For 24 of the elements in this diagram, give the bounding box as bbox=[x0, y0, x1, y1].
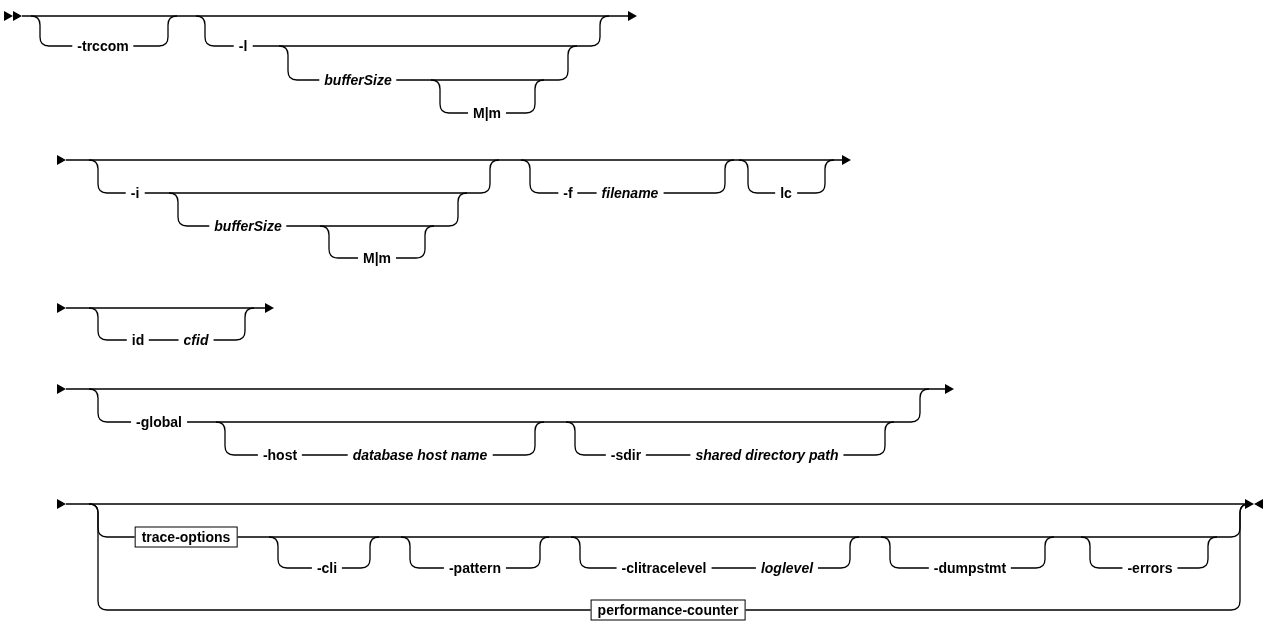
keyword-label: -host bbox=[257, 447, 303, 463]
keyword-label: lc bbox=[775, 185, 797, 201]
keyword-label: -trccom bbox=[72, 38, 134, 54]
variable-label: loglevel bbox=[755, 560, 819, 576]
variable-label: database host name bbox=[347, 447, 493, 463]
variable-label: shared directory path bbox=[690, 447, 844, 463]
keyword-label: -clitracelevel bbox=[616, 560, 712, 576]
variable-label: filename bbox=[596, 185, 664, 201]
keyword-label: -global bbox=[131, 414, 187, 430]
keyword-label: id bbox=[126, 332, 150, 348]
keyword-label: -i bbox=[125, 185, 145, 201]
keyword-label: -pattern bbox=[443, 560, 507, 576]
variable-label: bufferSize bbox=[209, 218, 287, 234]
keyword-label: M|m bbox=[468, 105, 506, 121]
keyword-label: -l bbox=[233, 38, 253, 54]
keyword-label: -cli bbox=[311, 560, 343, 576]
keyword-label: -f bbox=[558, 185, 578, 201]
syntax-fragment-box: trace-options bbox=[134, 526, 238, 548]
syntax-fragment-box: performance-counter bbox=[590, 599, 746, 621]
keyword-label: M|m bbox=[358, 250, 396, 266]
variable-label: bufferSize bbox=[319, 72, 397, 88]
keyword-label: -dumpstmt bbox=[928, 560, 1012, 576]
variable-label: cfid bbox=[178, 332, 214, 348]
keyword-label: -sdir bbox=[605, 447, 647, 463]
